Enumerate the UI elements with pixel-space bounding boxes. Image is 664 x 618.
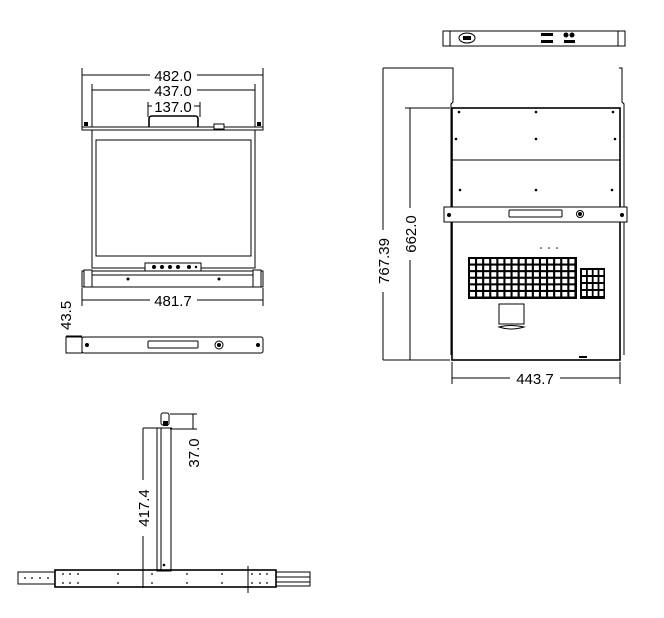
front-view: 482.0 437.0 137.0 481.7 43.5 [58, 68, 264, 354]
dim-inner-width: 437.0 [154, 83, 192, 100]
dim-1u-height: 43.5 [58, 301, 75, 330]
dim-handle-width: 137.0 [154, 99, 192, 116]
dim-overall-width: 482.0 [154, 68, 192, 85]
dim-side-body-width: 443.7 [516, 371, 554, 388]
dim-body-width: 481.7 [154, 293, 192, 310]
dim-overall-depth: 767.39 [376, 238, 393, 284]
lcd-screen [95, 139, 252, 257]
top-view: 767.39 662.0 443.7 [376, 67, 628, 388]
rear-view [442, 30, 626, 47]
touchpad [498, 303, 525, 325]
rail-view: 37.0 417.4 [17, 412, 311, 593]
dim-bracket-offset: 37.0 [186, 438, 203, 467]
dim-body-depth: 662.0 [403, 215, 420, 253]
keyboard-icon [468, 257, 605, 299]
dim-rail-length: 417.4 [136, 489, 153, 527]
